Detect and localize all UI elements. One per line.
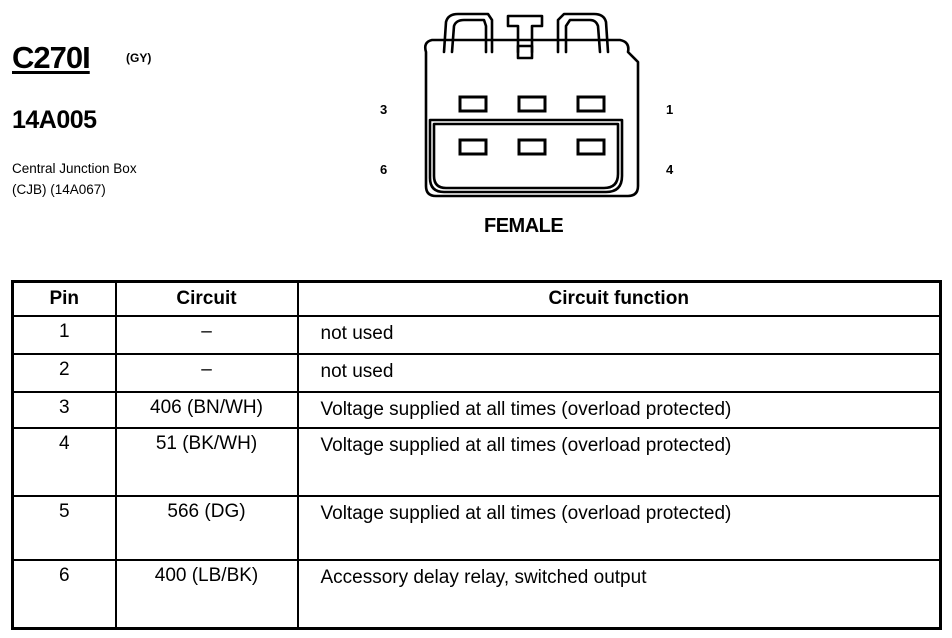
locking-latch-right-inner xyxy=(564,18,602,54)
cell-pin: 4 xyxy=(11,427,117,498)
pin-label-3: 3 xyxy=(380,102,387,117)
cell-pin: 2 xyxy=(11,353,117,394)
center-latch-block xyxy=(516,44,534,60)
cell-circuit: 566 (DG) xyxy=(114,495,299,562)
table-header-row: Pin Circuit Circuit function xyxy=(11,280,942,317)
locking-latch-inner xyxy=(450,18,488,54)
locking-latch-right xyxy=(556,12,610,54)
connector-housing-outline xyxy=(423,38,640,198)
table-row: 5 566 (DG) Voltage supplied at all times… xyxy=(11,495,942,562)
location-line-1: Central Junction Box xyxy=(12,161,137,176)
table-row: 1 – not used xyxy=(11,314,942,356)
pin-label-6: 6 xyxy=(380,162,387,177)
table-row: 3 406 (BN/WH) Voltage supplied at all ti… xyxy=(11,391,942,430)
cell-pin: 6 xyxy=(11,559,117,630)
terminal-pin-3 xyxy=(458,95,488,113)
terminal-cavity-frame xyxy=(428,118,624,194)
cell-circuit: 406 (BN/WH) xyxy=(114,391,299,430)
cell-circuit: 400 (LB/BK) xyxy=(114,559,299,630)
pin-label-1: 1 xyxy=(666,102,673,117)
part-number: 14A005 xyxy=(12,106,97,134)
location-line-2: (CJB) (14A067) xyxy=(12,182,106,197)
cell-function: not used xyxy=(296,353,942,394)
cell-pin: 1 xyxy=(11,314,117,356)
header-pin: Pin xyxy=(11,280,117,317)
pin-label-4: 4 xyxy=(666,162,674,177)
header-circuit-function: Circuit function xyxy=(296,280,942,317)
terminal-pin-5 xyxy=(517,138,547,156)
locking-latch xyxy=(442,12,494,54)
connector-gender-label: FEMALE xyxy=(484,215,564,237)
cell-function: Voltage supplied at all times (overload … xyxy=(296,495,942,562)
terminal-pin-4 xyxy=(576,138,606,156)
cell-function: Voltage supplied at all times (overload … xyxy=(296,427,942,498)
cell-circuit: – xyxy=(114,353,299,394)
table-row: 4 51 (BK/WH) Voltage supplied at all tim… xyxy=(11,427,942,498)
center-latch xyxy=(506,14,544,54)
terminal-pin-1 xyxy=(576,95,606,113)
terminal-pin-2 xyxy=(517,95,547,113)
table-row: 6 400 (LB/BK) Accessory delay relay, swi… xyxy=(11,559,942,630)
cell-pin: 5 xyxy=(11,495,117,562)
terminal-pin-6 xyxy=(458,138,488,156)
connector-color-code: (GY) xyxy=(126,51,152,65)
connector-face-diagram: 3 1 6 4 xyxy=(380,12,674,198)
cell-circuit: 51 (BK/WH) xyxy=(114,427,299,498)
terminal-cavity-frame-inner xyxy=(432,122,620,190)
pin-function-table: Pin Circuit Circuit function 1 – not use… xyxy=(11,280,942,630)
cell-function: Voltage supplied at all times (overload … xyxy=(296,391,942,430)
cell-function: Accessory delay relay, switched output xyxy=(296,559,942,630)
cell-circuit: – xyxy=(114,314,299,356)
table-row: 2 – not used xyxy=(11,353,942,394)
connector-id: C270I xyxy=(12,40,91,75)
header-circuit: Circuit xyxy=(114,280,299,317)
cell-function: not used xyxy=(296,314,942,356)
cell-pin: 3 xyxy=(11,391,117,430)
